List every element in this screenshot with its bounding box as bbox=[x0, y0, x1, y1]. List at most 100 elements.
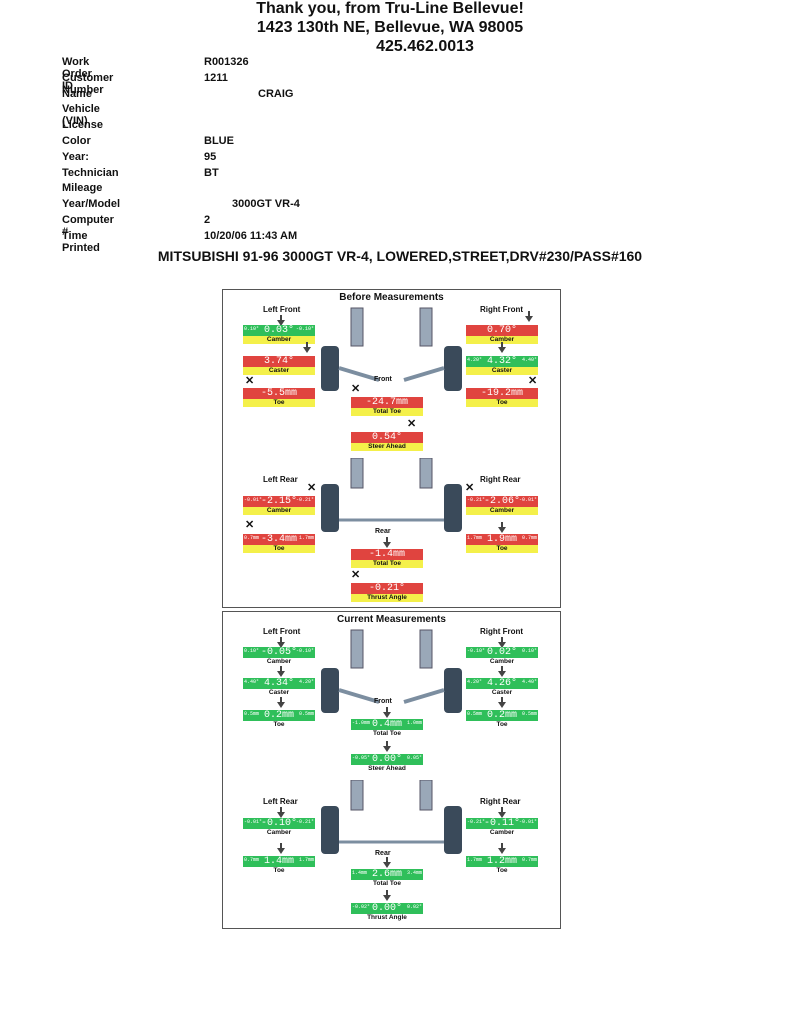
rf-camber-label: Camber bbox=[489, 658, 515, 665]
left-front-heading: Left Front bbox=[263, 305, 301, 314]
out-of-spec-x-icon: ✕ bbox=[465, 482, 475, 494]
rf-caster-label: Caster bbox=[491, 689, 513, 696]
down-arrow-icon bbox=[383, 890, 391, 901]
info-label: Year/Model bbox=[62, 198, 121, 211]
down-arrow-icon bbox=[498, 342, 506, 353]
steer-ahead-label: Steer Ahead bbox=[351, 443, 423, 451]
info-label: Color bbox=[62, 134, 91, 147]
vehicle-spec-line: MITSUBISHI 91-96 3000GT VR-4, LOWERED,ST… bbox=[157, 248, 643, 264]
down-arrow-icon bbox=[498, 843, 506, 854]
front-total-toe-label: Total Toe bbox=[373, 730, 401, 737]
down-arrow-icon bbox=[277, 315, 285, 326]
steer-ahead-label: Steer Ahead bbox=[368, 765, 406, 772]
lf-caster-label: Caster bbox=[243, 367, 315, 375]
lf-camber-bar: 0.10°-0.05°-0.10° bbox=[243, 647, 315, 658]
down-arrow-icon bbox=[277, 843, 285, 854]
info-value: 10/20/06 11:43 AM bbox=[204, 229, 298, 242]
info-value: BLUE bbox=[204, 134, 234, 147]
info-label: Technician bbox=[62, 166, 119, 179]
front-axle-label: Front bbox=[374, 376, 392, 383]
out-of-spec-x-icon: ✕ bbox=[245, 519, 255, 531]
rf-toe-label: Toe bbox=[466, 399, 538, 407]
out-of-spec-x-icon: ✕ bbox=[307, 482, 317, 494]
thrust-angle-label: Thrust Angle bbox=[351, 594, 423, 602]
down-arrow-icon bbox=[498, 697, 506, 708]
info-label: Computer # bbox=[62, 213, 114, 238]
left-front-heading: Left Front bbox=[263, 627, 301, 636]
rear-axle-label: Rear bbox=[375, 528, 391, 535]
before-measurements-panel: Before Measurements Front Left Front Rig… bbox=[222, 289, 561, 608]
down-arrow-icon bbox=[303, 342, 311, 353]
info-value: R001326 bbox=[204, 56, 249, 68]
lf-camber-label: Camber bbox=[243, 336, 315, 344]
rr-toe-label: Toe bbox=[496, 867, 508, 874]
rear-total-toe-label: Total Toe bbox=[351, 560, 423, 568]
shop-address: 1423 130th NE, Bellevue, WA 98005 bbox=[256, 19, 524, 36]
lf-toe-label: Toe bbox=[273, 721, 285, 728]
right-rear-heading: Right Rear bbox=[480, 475, 521, 484]
info-value: BT bbox=[204, 166, 219, 179]
lf-caster-bar: 3.74° bbox=[243, 356, 315, 367]
out-of-spec-x-icon: ✕ bbox=[407, 418, 417, 430]
info-value: 3000GT VR-4 bbox=[232, 198, 300, 211]
thrust-angle-label: Thrust Angle bbox=[367, 914, 407, 921]
front-total-toe-label: Total Toe bbox=[351, 408, 423, 416]
shop-thank-you: Thank you, from Tru-Line Bellevue! bbox=[256, 0, 524, 17]
info-label: License bbox=[62, 119, 103, 132]
left-rear-heading: Left Rear bbox=[263, 797, 298, 806]
info-label: Work Order ID bbox=[62, 56, 92, 92]
down-arrow-icon bbox=[498, 522, 506, 533]
rr-camber-label: Camber bbox=[489, 829, 515, 836]
thrust-angle-bar: -0.02°0.00°0.02° bbox=[351, 903, 423, 914]
lr-toe-label: Toe bbox=[273, 867, 285, 874]
right-front-heading: Right Front bbox=[480, 627, 524, 636]
lr-camber-label: Camber bbox=[243, 507, 315, 515]
rf-camber-label: Camber bbox=[466, 336, 538, 344]
lf-camber-label: Camber bbox=[266, 658, 292, 665]
rf-caster-bar: 4.20°4.26°4.40° bbox=[466, 678, 538, 689]
left-rear-heading: Left Rear bbox=[263, 475, 298, 484]
steer-ahead-bar: 0.54° bbox=[351, 432, 423, 443]
lf-caster-bar: 4.40°4.34°4.20° bbox=[243, 678, 315, 689]
rr-toe-label: Toe bbox=[466, 545, 538, 553]
rr-camber-label: Camber bbox=[466, 507, 538, 515]
right-front-heading: Right Front bbox=[480, 305, 524, 314]
info-label: Year: bbox=[62, 150, 89, 163]
out-of-spec-x-icon: ✕ bbox=[528, 375, 538, 387]
down-arrow-icon bbox=[277, 666, 285, 677]
down-arrow-icon bbox=[525, 311, 533, 322]
out-of-spec-x-icon: ✕ bbox=[245, 375, 255, 387]
down-arrow-icon bbox=[277, 807, 285, 818]
rf-toe-bar: -19.2mm bbox=[466, 388, 538, 399]
info-label: Mileage bbox=[62, 182, 103, 195]
shop-phone: 425.462.0013 bbox=[376, 38, 474, 55]
rear-suspension-graphic bbox=[321, 458, 462, 532]
rr-camber-bar: -0.21°-0.11°-0.01° bbox=[466, 818, 538, 829]
info-label: Time Printed bbox=[62, 229, 100, 254]
info-label: Vehicle (VIN) bbox=[62, 103, 100, 128]
lr-toe-label: Toe bbox=[243, 545, 315, 553]
rf-toe-label: Toe bbox=[496, 721, 508, 728]
down-arrow-icon bbox=[383, 707, 391, 718]
lf-caster-label: Caster bbox=[268, 689, 290, 696]
steer-ahead-bar: -0.05°0.00°0.05° bbox=[351, 754, 423, 765]
current-measurements-panel: Current Measurements Front Left Front Ri… bbox=[222, 611, 561, 929]
down-arrow-icon bbox=[498, 666, 506, 677]
front-suspension-graphic bbox=[321, 629, 462, 713]
info-label: Customer Number bbox=[62, 71, 114, 96]
thrust-angle-bar: -0.21° bbox=[351, 583, 423, 594]
rf-camber-bar: 0.70° bbox=[466, 325, 538, 336]
out-of-spec-x-icon: ✕ bbox=[351, 383, 361, 395]
rf-camber-bar: -0.10°0.02°0.10° bbox=[466, 647, 538, 658]
info-label: Name bbox=[62, 87, 92, 100]
right-rear-heading: Right Rear bbox=[480, 797, 521, 806]
down-arrow-icon bbox=[383, 537, 391, 548]
down-arrow-icon bbox=[277, 697, 285, 708]
